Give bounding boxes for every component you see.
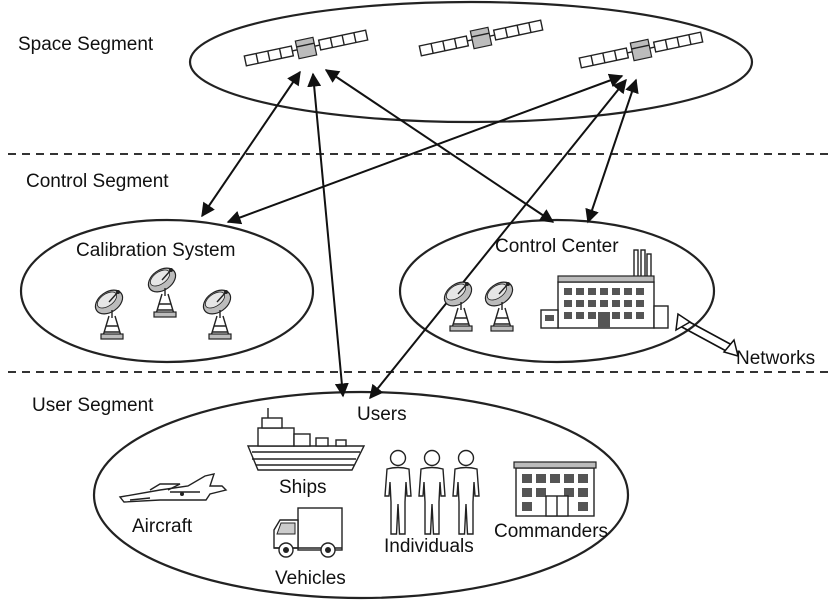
user-segment-label: User Segment	[32, 395, 154, 416]
users-label: Users	[357, 404, 407, 425]
control-segment-label: Control Segment	[26, 171, 169, 192]
networks-label: Networks	[736, 348, 815, 369]
space-segment-ellipse	[188, 0, 754, 124]
networks-link	[675, 312, 740, 358]
aircraft-label: Aircraft	[132, 516, 193, 537]
space-segment-label: Space Segment	[18, 34, 154, 55]
vehicles-label: Vehicles	[275, 568, 346, 589]
building-icon	[513, 461, 597, 517]
commanders-label: Commanders	[494, 521, 608, 542]
ship-icon	[246, 408, 366, 471]
individuals-label: Individuals	[384, 536, 474, 557]
truck-icon	[273, 507, 343, 558]
user-segment-ellipse	[92, 390, 630, 600]
control-center-label: Control Center	[495, 236, 619, 257]
factory-icon	[540, 249, 669, 329]
calibration-system-label: Calibration System	[76, 240, 235, 261]
ships-label: Ships	[279, 477, 327, 498]
fighter-jet-icon	[118, 473, 228, 503]
link-arrows	[201, 69, 639, 400]
